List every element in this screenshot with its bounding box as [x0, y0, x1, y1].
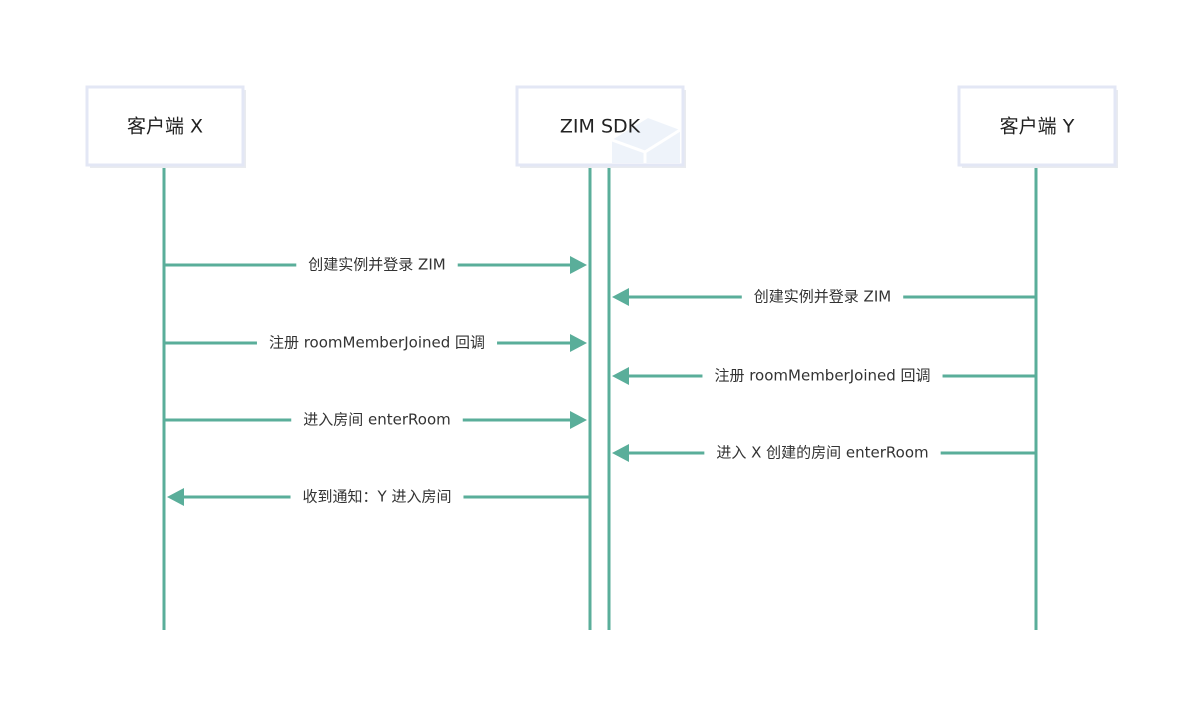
message-arrow: 进入 X 创建的房间 enterRoom	[612, 444, 1036, 462]
message-label: 进入 X 创建的房间 enterRoom	[716, 444, 928, 462]
message-label-bg	[256, 335, 498, 351]
cube-watermark-icon	[611, 118, 681, 163]
arrowhead-icon	[570, 334, 587, 352]
message-label: 注册 roomMemberJoined 回调	[714, 367, 930, 385]
message-label-bg	[741, 289, 904, 305]
message-label-bg	[296, 257, 458, 273]
message-label: 注册 roomMemberJoined 回调	[269, 334, 485, 352]
message-arrow: 进入房间 enterRoom	[164, 411, 587, 429]
message-arrow: 创建实例并登录 ZIM	[164, 256, 587, 274]
arrowhead-icon	[570, 411, 587, 429]
message-label: 收到通知：Y 进入房间	[303, 488, 452, 506]
participant-sdk: ZIM SDK	[515, 85, 686, 168]
message-label-bg	[290, 489, 464, 505]
arrowhead-icon	[570, 256, 587, 274]
arrowhead-icon	[612, 367, 629, 385]
message-label: 进入房间 enterRoom	[303, 411, 451, 429]
message-label-bg	[702, 368, 943, 384]
participant-client-y-label: 客户端 Y	[1000, 116, 1075, 138]
message-label-bg	[291, 412, 463, 428]
message-arrow: 注册 roomMemberJoined 回调	[164, 334, 587, 352]
message-arrow: 创建实例并登录 ZIM	[612, 288, 1036, 306]
participant-client-x-label: 客户端 X	[127, 116, 203, 138]
arrowhead-icon	[612, 288, 629, 306]
participant-client-x: 客户端 X	[85, 85, 246, 168]
arrowhead-icon	[167, 488, 184, 506]
message-arrow: 注册 roomMemberJoined 回调	[612, 367, 1036, 385]
message-label: 创建实例并登录 ZIM	[308, 256, 445, 274]
arrowhead-icon	[612, 444, 629, 462]
participant-client-y: 客户端 Y	[957, 85, 1118, 168]
message-arrow: 收到通知：Y 进入房间	[167, 488, 590, 506]
message-label: 创建实例并登录 ZIM	[754, 288, 891, 306]
message-label-bg	[704, 445, 941, 461]
participant-sdk-label: ZIM SDK	[560, 116, 641, 138]
